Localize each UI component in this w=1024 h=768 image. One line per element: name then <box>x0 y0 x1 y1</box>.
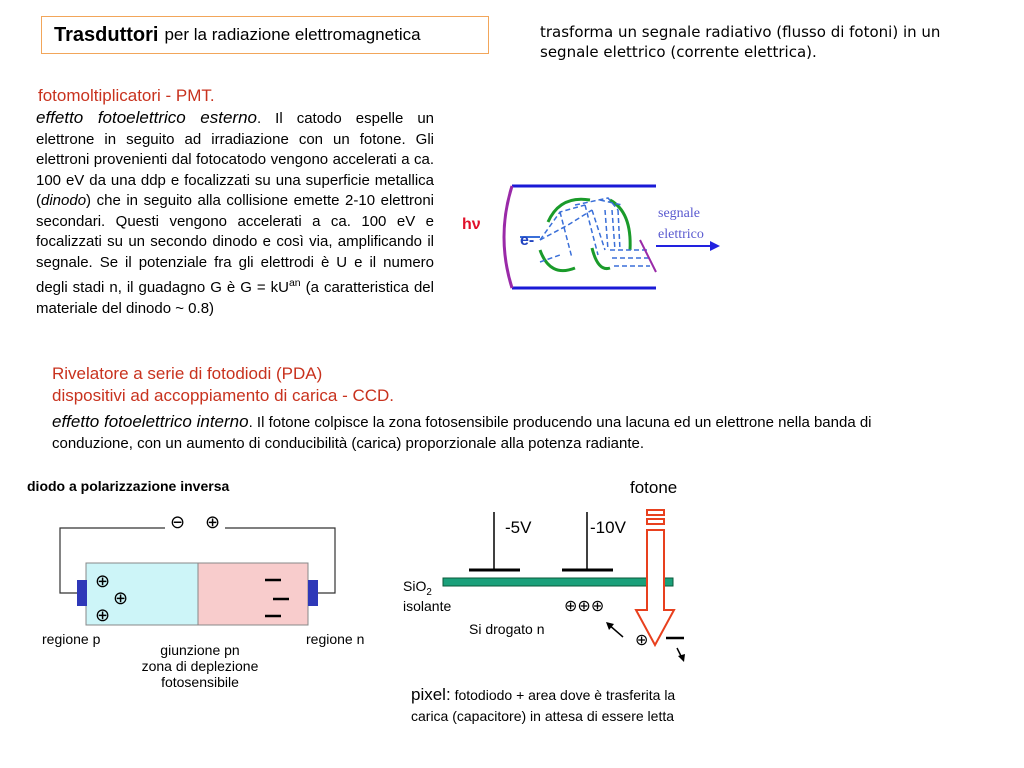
battery-minus: ⊖ <box>170 512 185 533</box>
photon-stripe-1 <box>646 509 665 516</box>
hole-arrow-head <box>606 622 614 630</box>
signal-label-2: elettrico <box>658 227 704 242</box>
junction-line-1: giunzione pn <box>160 642 240 658</box>
pda-text: . Il fotone colpisce la zona fotosensibi… <box>52 414 872 452</box>
ccd-diagram: ⊕⊕⊕ ⊕ <box>442 509 685 662</box>
signal-arrow-head <box>710 241 720 251</box>
diode-title: diodo a polarizzazione inversa <box>27 478 230 494</box>
n-region <box>197 562 309 626</box>
title-main: Trasduttori <box>54 23 159 46</box>
title-subtitle: per la radiazione elettromagnetica <box>164 25 421 44</box>
dynode-1 <box>546 197 591 223</box>
title-box: Trasduttori per la radiazione elettromag… <box>41 16 489 54</box>
photon-arrow <box>634 529 676 648</box>
contact-left <box>77 580 87 606</box>
dynode-3 <box>590 247 611 271</box>
electron-arrow-head <box>678 654 685 662</box>
junction-label: giunzione pn zona di deplezione fotosens… <box>120 642 280 690</box>
pixel-text-1: fotodiodo + area dove è trasferita la <box>454 687 676 703</box>
voltage-1: -5V <box>505 518 532 537</box>
battery-plus: ⊕ <box>205 512 220 533</box>
junction-line-2: zona di deplezione <box>141 658 259 674</box>
ccd-holes: ⊕⊕⊕ <box>564 596 604 615</box>
sio2-subscript: 2 <box>426 586 432 598</box>
diode-diagram: ⊖ ⊕ ⊕ ⊕ ⊕ <box>59 510 336 626</box>
si-doped-label: Si drogato n <box>469 621 545 637</box>
n-region-label: regione n <box>306 631 365 647</box>
pmt-text-2: ) che in seguito alla collisione emette … <box>36 192 434 296</box>
photon-label: fotone <box>630 478 678 497</box>
photon-stripe-2 <box>646 518 665 525</box>
intro-text: trasforma un segnale radiativo (flusso d… <box>540 23 941 61</box>
contact-right <box>308 580 318 606</box>
pmt-dinodo: dinodo <box>41 192 87 209</box>
pmt-body: effetto fotoelettrico esterno. Il catodo… <box>36 108 434 319</box>
insulator-label: isolante <box>403 598 452 614</box>
hole-1: ⊕ <box>95 571 110 592</box>
pda-body: effetto fotoelettrico interno. Il fotone… <box>52 411 952 454</box>
sio2-text: SiO <box>403 578 427 594</box>
oxide-layer <box>442 577 674 587</box>
battery-gap <box>165 510 225 540</box>
pda-heading-2: dispositivi ad accoppiamento di carica -… <box>52 386 395 405</box>
junction-line-3: fotosensibile <box>161 674 239 690</box>
hole-3: ⊕ <box>95 605 110 626</box>
pda-effect: effetto fotoelettrico interno <box>52 412 249 431</box>
signal-label-1: segnale <box>658 206 700 221</box>
pixel-text-2: carica (capacitore) in attesa di essere … <box>411 708 675 724</box>
hv-label: hν <box>462 216 481 233</box>
p-region-label: regione p <box>42 631 101 647</box>
pmt-diagram: hν e- segnale elettrico <box>462 184 720 290</box>
hole-2: ⊕ <box>113 588 128 609</box>
pmt-effect: effetto fotoelettrico esterno <box>36 108 257 127</box>
photocathode <box>502 185 514 289</box>
pixel-word: pixel: <box>411 685 451 704</box>
pda-heading-1: Rivelatore a serie di fotodiodi (PDA) <box>52 364 323 383</box>
ccd-hole: ⊕ <box>635 630 648 649</box>
pixel-line-1: pixel: fotodiodo + area dove è trasferit… <box>411 684 675 706</box>
sio2-label: SiO2 <box>403 578 432 598</box>
pmt-exponent: an <box>288 277 301 289</box>
pmt-text-1: . Il catodo espelle un elettrone in segu… <box>36 110 434 209</box>
dynode-2 <box>538 249 576 273</box>
pmt-text-3: (a caratteristica del materiale del dino… <box>36 279 434 317</box>
pixel-caption: pixel: fotodiodo + area dove è trasferit… <box>411 684 675 727</box>
voltage-2: -10V <box>590 518 626 537</box>
anode <box>639 239 657 273</box>
electron-label: e- <box>520 232 534 249</box>
electron-paths <box>539 197 650 267</box>
pmt-heading: fotomoltiplicatori - PMT. <box>38 86 215 105</box>
dynode-4 <box>609 198 632 251</box>
